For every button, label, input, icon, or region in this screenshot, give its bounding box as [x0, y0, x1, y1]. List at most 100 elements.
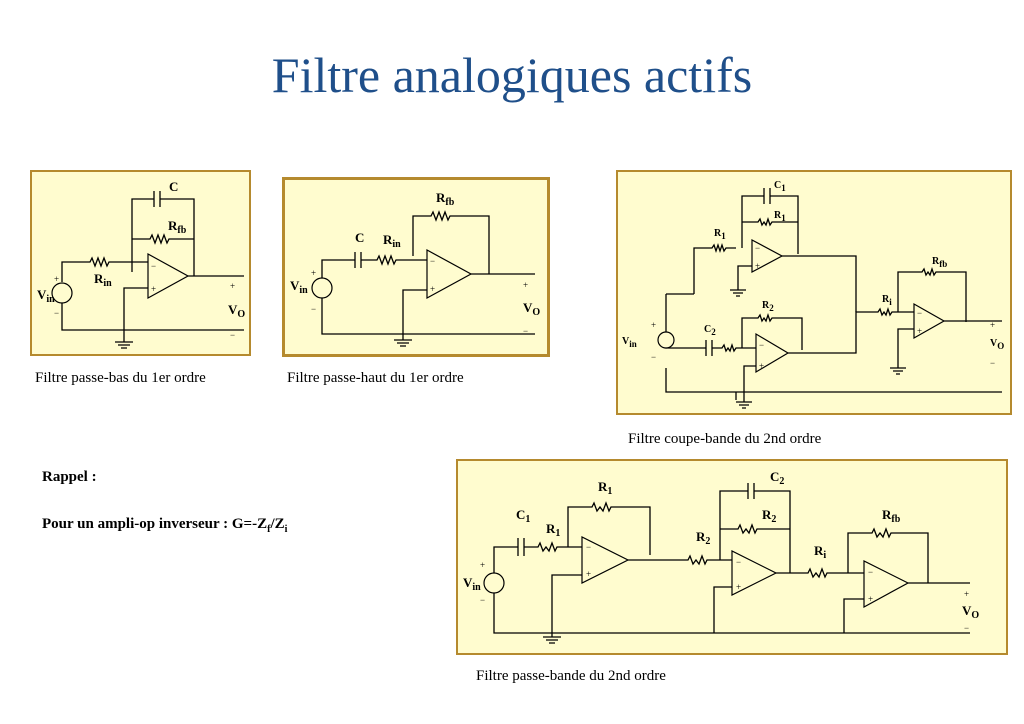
input-resistor-label: Rin — [94, 271, 112, 289]
resistor-symbol — [665, 242, 736, 340]
ground-wire — [61, 287, 244, 342]
plus-sign: + — [917, 326, 922, 336]
r1-label: R1 — [774, 210, 786, 223]
output-wire — [493, 582, 970, 634]
vo-label: VO — [228, 302, 245, 320]
rappel-heading: Rappel : — [42, 469, 97, 485]
resistor-symbol — [897, 266, 967, 322]
opamp-symbol — [863, 560, 910, 609]
capacitor-symbol — [763, 188, 771, 204]
voltage-source-icon — [657, 331, 675, 349]
summing-resistor — [788, 306, 914, 354]
bandstop-circuit: − + − + − + C1 R1 R1 R2 C2 Ri Rfb Vin + … — [622, 180, 1004, 409]
c1-label: C1 — [516, 507, 530, 525]
bandpass-circuit: − + − + − + R1 C1 R1 C2 R2 R2 Ri Rfb Vin… — [463, 469, 979, 644]
opamp-symbol — [913, 302, 946, 340]
plus-sign: + — [990, 320, 995, 330]
plus-sign: + — [523, 280, 528, 290]
bandpass-filter-diagram: − + − + − + R1 C1 R1 C2 R2 R2 Ri Rfb Vin… — [456, 459, 1008, 655]
ground-symbol — [730, 265, 756, 297]
capacitor-label: C — [169, 179, 178, 194]
input-wire — [321, 254, 427, 278]
minus-sign: − — [151, 261, 156, 271]
c2-label: C2 — [704, 324, 716, 337]
bandpass-caption: Filtre passe-bande du 2nd ordre — [476, 668, 666, 684]
voltage-source-icon — [311, 277, 333, 299]
minus-sign: − — [755, 243, 760, 253]
ground-wire — [551, 574, 582, 633]
feedback-resistor-label: Rfb — [168, 218, 187, 236]
r1-feedback-label: R1 — [598, 479, 612, 497]
lowpass-caption: Filtre passe-bas du 1er ordre — [35, 370, 206, 386]
ground-symbol — [890, 328, 914, 375]
plus-sign: + — [755, 261, 760, 271]
bandstop-filter-diagram: − + − + − + C1 R1 R1 R2 C2 Ri Rfb Vin + … — [616, 170, 1012, 415]
top-cap-wire — [741, 195, 799, 254]
minus-sign: − — [480, 595, 485, 605]
vo-label: VO — [523, 300, 540, 318]
rfb-label: Rfb — [932, 256, 947, 269]
ground-symbol — [394, 339, 412, 347]
minus-sign: − — [917, 308, 922, 318]
capacitor-symbol — [705, 340, 713, 356]
minus-sign: − — [759, 340, 764, 350]
resistor-symbol — [132, 233, 194, 245]
ground-wire — [843, 598, 864, 633]
minus-sign: − — [651, 352, 656, 362]
capacitor-symbol — [517, 538, 525, 556]
plus-sign: + — [759, 361, 764, 371]
voltage-source-icon — [483, 572, 505, 594]
minus-sign: − — [964, 623, 969, 633]
opamp-symbol — [147, 252, 190, 300]
highpass-circuit: − + Rfb C Rin Vin + − + VO − — [290, 190, 540, 347]
vin-label: Vin — [622, 336, 637, 349]
capacitor-label: C — [355, 230, 364, 245]
plus-sign: + — [151, 284, 156, 294]
minus-sign: − — [990, 358, 995, 368]
opamp-symbol — [755, 332, 790, 374]
c1-label: C1 — [774, 180, 786, 193]
page-title: Filtre analogiques actifs — [271, 47, 753, 103]
highpass-caption: Filtre passe-haut du 1er ordre — [287, 370, 464, 386]
minus-sign: − — [311, 304, 316, 314]
plus-sign: + — [868, 594, 873, 604]
input-wire — [493, 541, 582, 573]
capacitor-symbol — [354, 252, 362, 268]
ri-label: Ri — [882, 294, 892, 307]
ground-symbol — [736, 365, 756, 409]
plus-sign: + — [480, 560, 485, 570]
output-wire — [665, 320, 1002, 400]
ground-wire — [321, 289, 535, 340]
plus-sign: + — [736, 582, 741, 592]
lowpass-cap-wire — [131, 198, 195, 276]
ground-symbol — [115, 341, 133, 349]
minus-sign: − — [430, 256, 435, 266]
resistor-symbol — [412, 210, 490, 274]
highpass-filter-diagram: − + Rfb C Rin Vin + − + VO − — [282, 177, 550, 357]
resistor-symbol — [741, 312, 803, 350]
opamp-symbol — [751, 239, 784, 273]
capacitor-symbol — [153, 191, 161, 207]
plus-sign: + — [54, 274, 59, 284]
plus-sign: + — [311, 268, 316, 278]
resistor-symbol — [776, 567, 864, 579]
vin-label: Vin — [37, 287, 55, 305]
ground-symbol — [543, 633, 561, 644]
resistor-symbol — [742, 216, 798, 227]
r1-input-label: R1 — [714, 228, 726, 241]
resistor-symbol — [61, 256, 148, 282]
minus-sign: − — [868, 567, 873, 577]
plus-sign: + — [430, 284, 435, 294]
r2-label: R2 — [762, 300, 774, 313]
r1-input-label: R1 — [546, 521, 560, 539]
minus-sign: − — [54, 308, 59, 318]
vin-label: Vin — [290, 278, 308, 296]
top-output-wire — [782, 255, 857, 312]
r2-feedback-label: R2 — [762, 507, 776, 525]
minus-sign: − — [230, 330, 235, 340]
resistor-symbol — [847, 527, 929, 583]
rfb-label: Rfb — [882, 507, 901, 525]
vo-label: VO — [962, 603, 979, 621]
stage2-cap-wire — [719, 490, 791, 573]
feedback-resistor-label: Rfb — [436, 190, 455, 208]
